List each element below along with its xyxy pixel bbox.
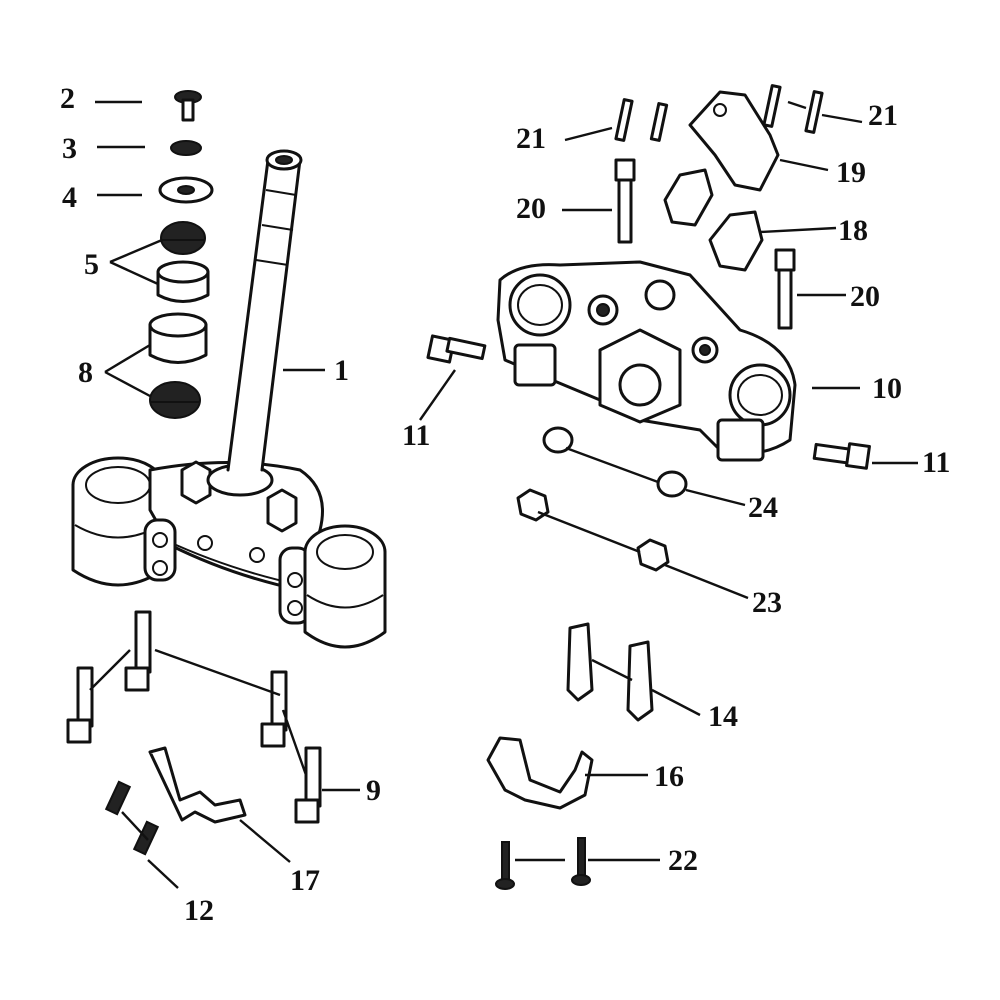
clamp-bolts-lower — [66, 610, 322, 824]
bracket-17 — [148, 746, 247, 824]
callout-24: 24 — [748, 491, 778, 524]
callout-10: 10 — [872, 372, 902, 405]
callout-20-right: 20 — [850, 280, 880, 313]
callout-12: 14 — [708, 700, 738, 733]
bearing-lower — [149, 381, 201, 419]
steering-stem — [226, 149, 303, 472]
callout-17: 17 — [290, 864, 320, 897]
callout-9: 9 — [366, 774, 381, 807]
callout-21-left: 21 — [516, 122, 546, 155]
handlebar-risers — [663, 168, 764, 272]
bearing-upper — [160, 221, 206, 255]
callout-23: 23 — [752, 586, 782, 619]
washer-small — [170, 140, 202, 156]
lower-triple-clamp — [71, 456, 387, 649]
callout-8: 8 — [78, 356, 93, 389]
callout-14: 12 — [184, 894, 214, 927]
callout-2: 2 — [60, 82, 75, 115]
o-rings-24 — [542, 426, 688, 498]
bearing-race-lower — [148, 312, 208, 364]
callout-labels: 2 3 4 5 8 1 9 12 17 11 10 11 24 23 14 16… — [60, 82, 950, 927]
upper-triple-clamp — [496, 260, 797, 462]
handlebar-clamp-top — [688, 90, 780, 192]
callout-18: 18 — [838, 214, 868, 247]
callout-16: 16 — [654, 760, 684, 793]
bolts-11 — [426, 334, 871, 470]
screws-14 — [104, 780, 160, 856]
callout-22: 22 — [668, 844, 698, 877]
screws-22 — [495, 837, 591, 890]
callout-3: 3 — [62, 132, 77, 165]
washer-large — [158, 176, 214, 204]
callout-4: 4 — [62, 181, 77, 214]
nuts-23 — [516, 488, 670, 572]
callout-11-right: 11 — [922, 446, 950, 479]
bearing-race-upper — [156, 260, 210, 303]
callout-19: 19 — [836, 156, 866, 189]
studs-12 — [566, 622, 654, 722]
bracket-16 — [486, 736, 594, 810]
callout-1: 1 — [334, 354, 349, 387]
callout-21-right: 21 — [868, 99, 898, 132]
leader-lines — [89, 100, 918, 889]
callout-11-left: 11 — [402, 419, 430, 452]
bolts-20 — [614, 158, 796, 330]
stem-bolt — [174, 90, 202, 122]
bolts-21 — [614, 84, 824, 142]
callout-20-left: 20 — [516, 192, 546, 225]
callout-5: 5 — [84, 248, 99, 281]
